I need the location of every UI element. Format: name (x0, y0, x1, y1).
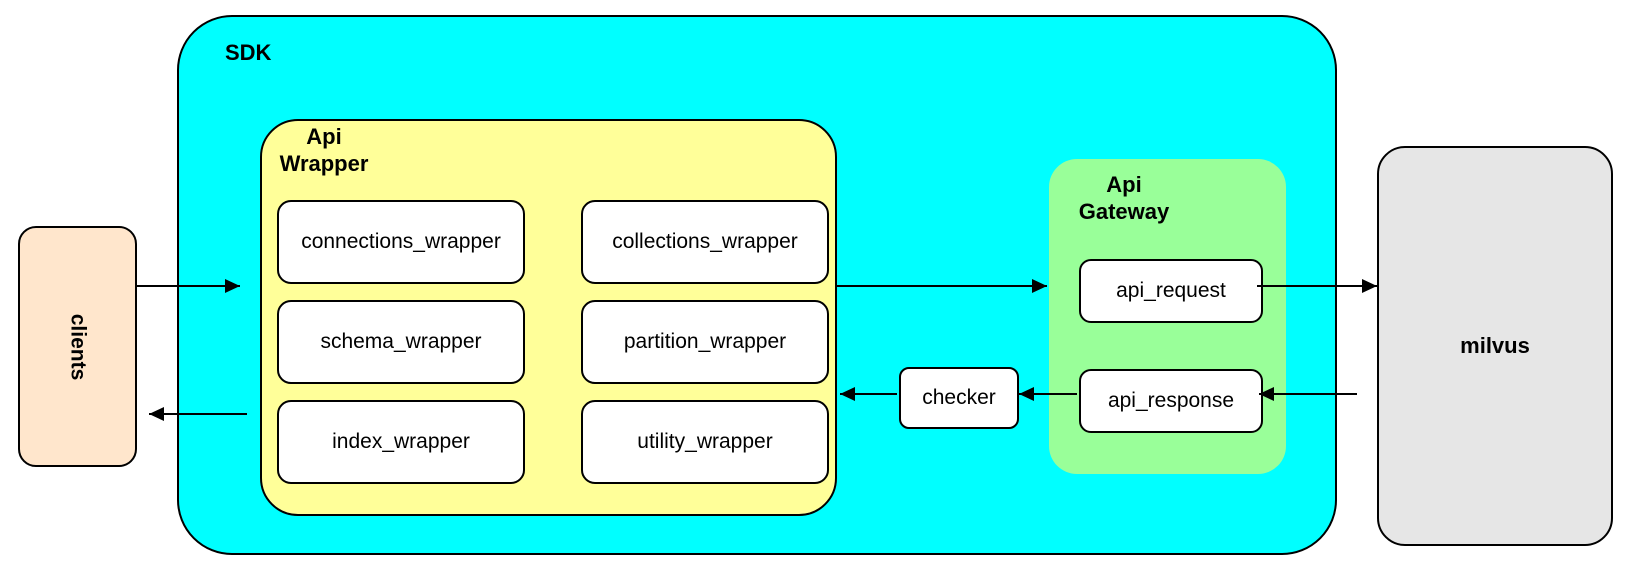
arrowhead-left-icon (840, 387, 855, 401)
checker-box: checker (899, 367, 1019, 429)
api-gateway-label: Api Gateway (1078, 172, 1170, 224)
arrow-api-request-to-milvus (1257, 279, 1377, 293)
sdk-container: SDK Api Wrapper connections_wrapper coll… (177, 15, 1337, 555)
arrow-milvus-to-api-response (1259, 387, 1357, 401)
arrow-api-wrapper-to-api-gateway (837, 279, 1047, 293)
api-response-box: api_response (1079, 369, 1263, 433)
arrowhead-left-icon (1259, 387, 1274, 401)
arrow-api-response-to-checker (1019, 387, 1077, 401)
utility-wrapper-box: utility_wrapper (581, 400, 829, 484)
arrow-checker-to-api-wrapper (840, 387, 897, 401)
arrowhead-right-icon (225, 279, 240, 293)
api-request-box: api_request (1079, 259, 1263, 323)
sdk-label: SDK (225, 40, 272, 65)
index-wrapper-box: index_wrapper (277, 400, 525, 484)
clients-box: clients (18, 226, 137, 467)
connections-wrapper-box: connections_wrapper (277, 200, 525, 284)
milvus-label: milvus (1460, 333, 1530, 358)
clients-label: clients (66, 313, 90, 380)
partition-wrapper-box: partition_wrapper (581, 300, 829, 384)
api-wrapper-container: Api Wrapper connections_wrapper collecti… (260, 119, 837, 516)
arrowhead-right-icon (1362, 279, 1377, 293)
arrowhead-right-icon (1032, 279, 1047, 293)
arrow-clients-to-sdk (137, 279, 240, 293)
api-gateway-container: Api Gateway api_request api_response (1049, 159, 1286, 474)
collections-wrapper-box: collections_wrapper (581, 200, 829, 284)
api-wrapper-label: Api Wrapper (279, 124, 369, 176)
arrowhead-left-icon (149, 407, 164, 421)
arrow-sdk-to-clients (149, 407, 247, 421)
milvus-box: milvus (1377, 146, 1613, 546)
arrowhead-left-icon (1019, 387, 1034, 401)
schema-wrapper-box: schema_wrapper (277, 300, 525, 384)
